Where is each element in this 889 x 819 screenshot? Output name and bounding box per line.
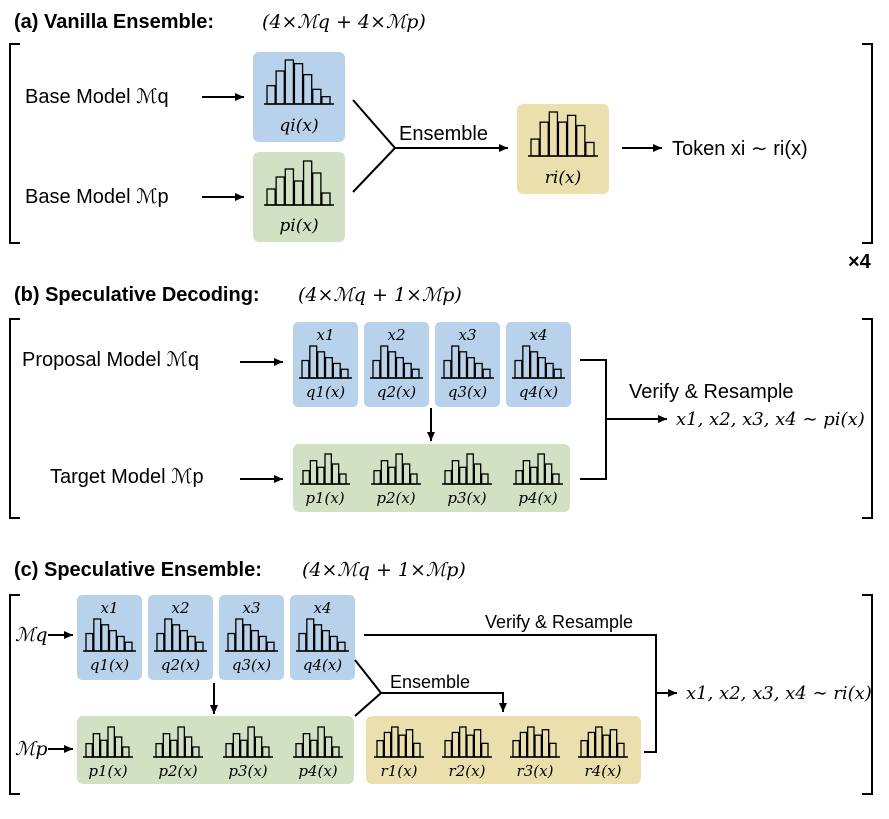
c-ensemble-label-1: r1(x) [381,762,418,780]
c-target-histogram-2 [153,726,203,758]
b-target-histogram-2 [371,453,421,485]
speculative-ensemble-output: x1, x2, x3, x4 ∼ ri(x) [686,683,872,704]
r-histogram [528,111,598,157]
target-distribution-box [293,444,570,512]
section-c: (c) Speculative Ensemble: (4×ℳq + 1×ℳp) … [9,559,873,795]
b-proposal-histogram-4 [512,345,565,379]
c-verify-resample-label: Verify & Resample [485,612,633,632]
c-ensemble-histogram-1 [374,726,424,758]
b-proposal-token-2: x2 [387,326,405,344]
ensemble-merge-lines [352,99,397,193]
c-proposal-label-4: q4(x) [303,656,342,674]
c-target-distributions: p1(x) p2(x) p3(x) p4(x) [83,726,343,780]
c-ensemble-histogram-2 [442,726,492,758]
c-ensemble-label-4: r4(x) [585,762,622,780]
section-b: (b) Speculative Decoding: (4×ℳq + 1×ℳp) … [9,284,873,519]
section-a-cost: (4×ℳq + 4×ℳp) [262,11,426,33]
section-c-left-bracket [9,594,20,795]
verify-resample-label: Verify & Resample [629,381,794,403]
c-target-distribution-box [77,716,354,784]
verify-bracket [580,359,607,480]
c-target-histogram-3 [223,726,273,758]
b-target-histogram-1 [300,453,350,485]
section-c-right-bracket [862,594,873,795]
b-target-label-1: p1(x) [305,489,344,507]
model-q-label: ℳq [15,624,47,646]
c-proposal-histogram-4 [296,618,349,652]
b-target-label-3: p3(x) [447,489,486,507]
ensemble-label: Ensemble [399,123,488,145]
c-target-label-3: p3(x) [228,762,267,780]
section-c-title: (c) Speculative Ensemble: [14,559,262,581]
c-ensemble-merge-lines [354,659,383,717]
b-proposal-label-4: q4(x) [519,383,558,401]
c-proposal-label-1: q1(x) [90,656,129,674]
c-ensemble-label-2: r2(x) [449,762,486,780]
b-target-label-2: p2(x) [376,489,415,507]
c-proposal-histogram-1 [83,618,136,652]
section-b-cost: (4×ℳq + 1×ℳp) [298,284,462,306]
q-histogram [264,59,334,105]
p-histogram [264,160,334,206]
c-ensemble-distribution-box [366,716,641,784]
section-c-cost: (4×ℳq + 1×ℳp) [302,559,466,581]
repeat-label: ×4 [848,251,872,273]
b-target-histogram-4 [513,453,563,485]
b-proposal-label-1: q1(x) [306,383,345,401]
r-distribution-label: ri(x) [545,168,581,188]
c-proposal-histogram-2 [154,618,207,652]
b-proposal-token-3: x3 [458,326,476,344]
c-proposal-histogram-3 [225,618,278,652]
c-proposal-token-4: x4 [313,599,331,617]
c-target-label-1: p1(x) [88,762,127,780]
section-b-right-bracket [862,318,873,519]
model-p-label: ℳp [15,738,47,760]
c-target-label-2: p2(x) [158,762,197,780]
arrow-c-ensemble [381,692,507,712]
section-b-title: (b) Speculative Decoding: [14,284,260,306]
section-a: (a) Vanilla Ensemble: (4×ℳq + 4×ℳp) ×4 B… [9,11,873,273]
c-ensemble-label: Ensemble [390,672,470,692]
section-a-title: (a) Vanilla Ensemble: [14,11,214,33]
target-distributions: p1(x) p2(x) p3(x) p4(x) [300,453,563,507]
b-proposal-label-3: q3(x) [448,383,487,401]
b-proposal-histogram-3 [441,345,494,379]
b-proposal-token-4: x4 [529,326,547,344]
c-proposal-label-3: q3(x) [232,656,271,674]
c-proposal-token-3: x3 [242,599,260,617]
section-a-right-bracket [862,43,873,244]
speculative-ensemble-proposal-boxes: x1 q1(x) x2 q2(x) x3 q3(x) x4 q4(x) [77,595,355,680]
c-target-label-4: p4(x) [298,762,337,780]
p-distribution-box [253,152,345,242]
b-proposal-histogram-1 [299,345,352,379]
speculative-decoding-output: x1, x2, x3, x4 ∼ pi(x) [676,409,865,430]
b-target-label-4: p4(x) [518,489,557,507]
section-b-left-bracket [9,318,20,519]
target-model-label: Target Model ℳp [50,466,204,488]
proposal-distribution-boxes: x1 q1(x) x2 q2(x) x3 q3(x) x4 q4(x) [293,322,571,407]
c-ensemble-distributions: r1(x) r2(x) r3(x) r4(x) [374,726,628,780]
q-distribution-label: qi(x) [279,116,318,136]
section-a-left-bracket [9,43,20,244]
b-target-histogram-3 [442,453,492,485]
base-model-q-label: Base Model ℳq [25,86,169,108]
c-proposal-token-2: x2 [171,599,189,617]
b-proposal-label-2: q2(x) [377,383,416,401]
b-proposal-histogram-2 [370,345,423,379]
token-label: Token xi ∼ ri(x) [672,138,808,160]
c-ensemble-histogram-4 [578,726,628,758]
c-target-histogram-1 [83,726,133,758]
b-proposal-token-1: x1 [316,326,334,344]
c-proposal-token-1: x1 [100,599,118,617]
base-model-p-label: Base Model ℳp [25,186,169,208]
p-distribution-label: pi(x) [279,216,318,236]
c-ensemble-label-3: r3(x) [517,762,554,780]
proposal-model-label: Proposal Model ℳq [22,349,199,371]
c-target-histogram-4 [293,726,343,758]
c-proposal-label-2: q2(x) [161,656,200,674]
c-ensemble-histogram-3 [510,726,560,758]
